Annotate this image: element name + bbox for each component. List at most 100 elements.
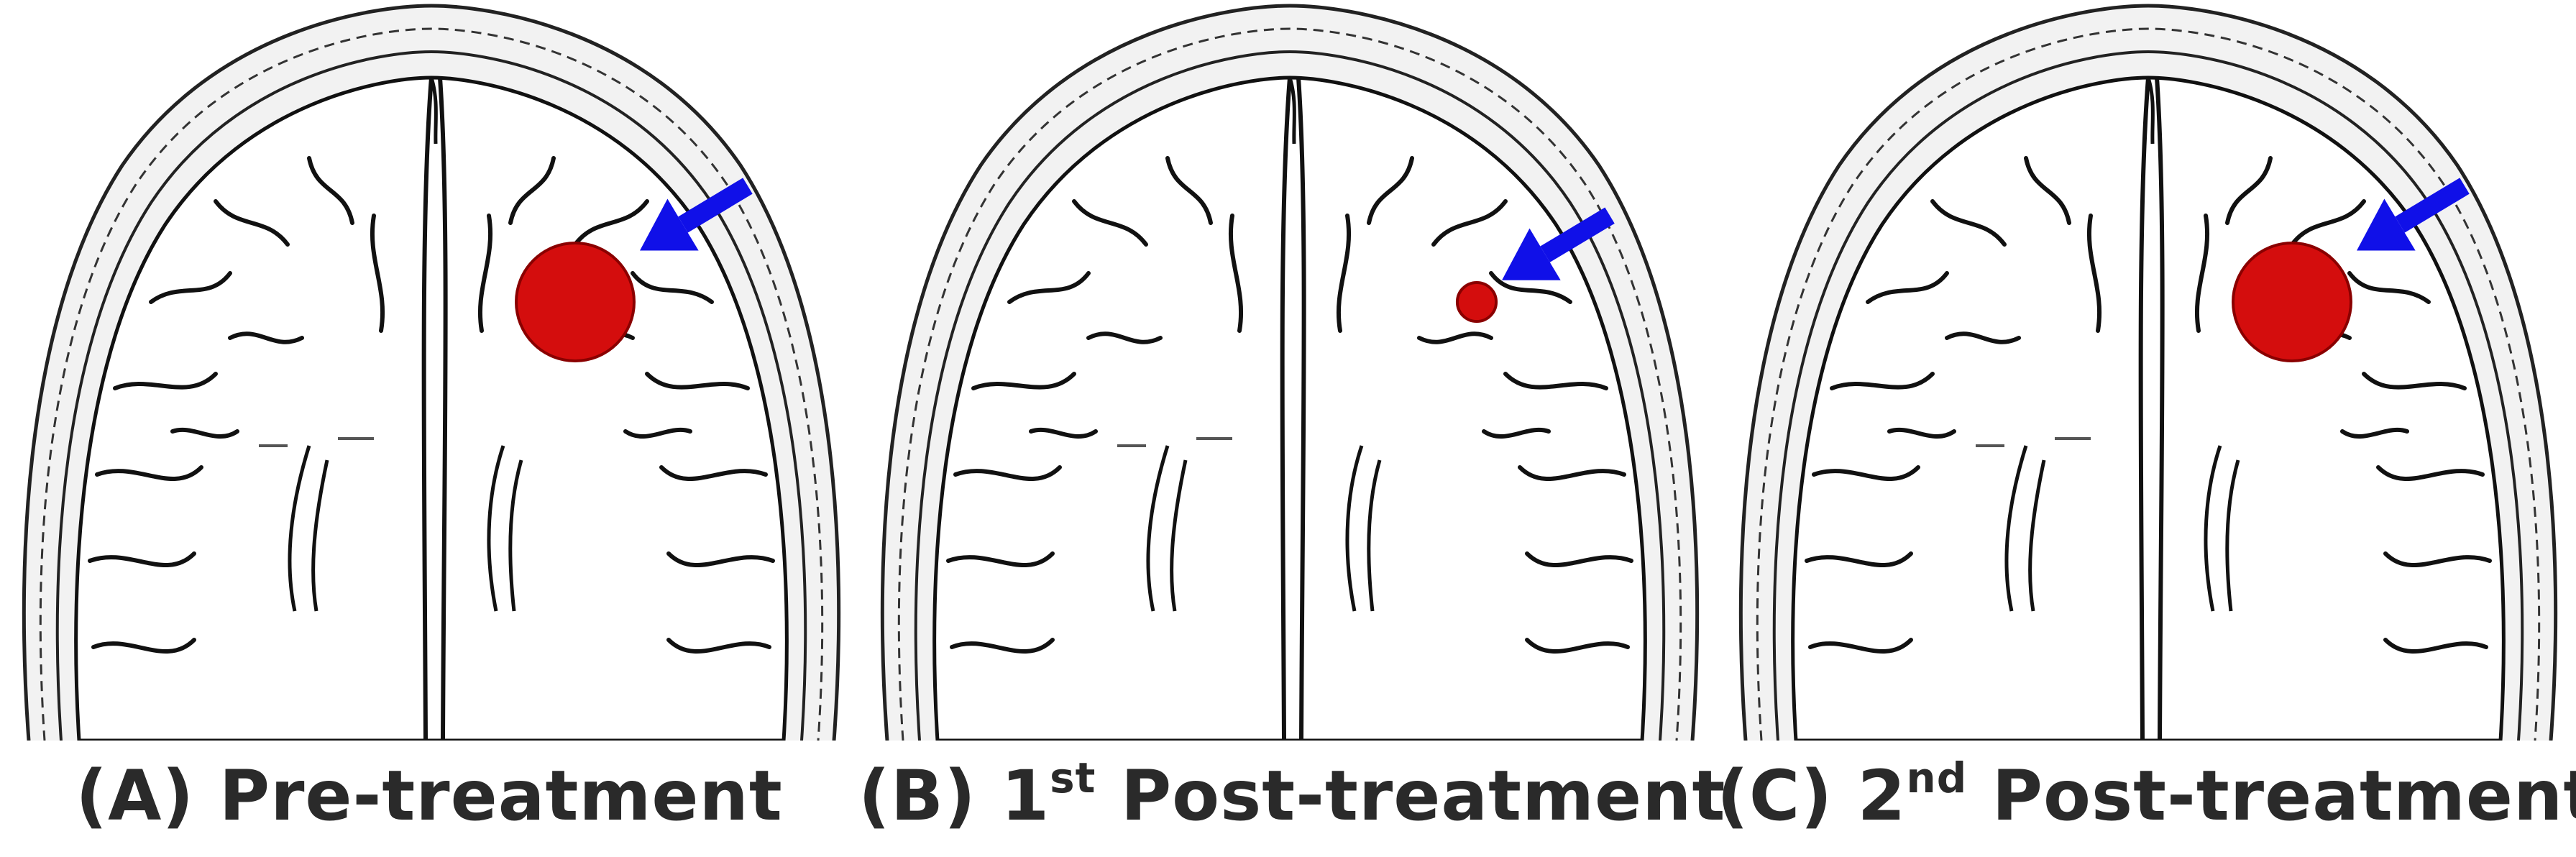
arrow-shaft (2395, 178, 2470, 233)
caption-main: Post-treatment (1967, 756, 2576, 836)
panel-caption: (C) 2nd Post-treatment (1717, 756, 2576, 836)
caption-ordinal-suffix: st (1050, 753, 1096, 802)
sulcus (950, 638, 1055, 654)
skull-diploe (39, 27, 824, 741)
sulcus (1417, 331, 1493, 344)
caption-ordinal: 1 (1001, 756, 1050, 836)
caption-prefix: (B) (858, 756, 1001, 836)
sulcus (1945, 331, 2021, 344)
sulcus (1525, 551, 1633, 567)
sulcus (2086, 214, 2102, 333)
sulcus (2383, 638, 2488, 654)
arrow-shaft (678, 178, 753, 233)
sulcus (573, 199, 649, 247)
skull-inner (914, 50, 1666, 741)
sulcus (88, 551, 196, 567)
sulcus (971, 372, 1076, 390)
blue-arrow-indicator (640, 178, 753, 251)
interhemispheric-fissure-right (1296, 77, 1306, 741)
interhemispheric-fissure-right (438, 77, 448, 741)
sulcus (214, 199, 290, 247)
falx-top (429, 77, 438, 145)
sulcus (1072, 199, 1148, 247)
sulcus (228, 331, 304, 344)
sulcus (1525, 638, 1630, 654)
brain-axial-slice (1738, 4, 2558, 741)
sulcus (1518, 465, 1626, 481)
caption-prefix: (A) (75, 756, 219, 836)
interhemispheric-fissure-left (2138, 77, 2150, 741)
interhemispheric-fissure-right (2155, 77, 2165, 741)
sulcus (1029, 427, 1098, 439)
sulcus (2362, 372, 2467, 390)
panel-caption: (B) 1st Post-treatment (858, 756, 1725, 836)
brain-drawing (22, 4, 841, 741)
panel-first-post-treatment: (B) 1st Post-treatment (858, 0, 1725, 857)
sulcus (1086, 331, 1163, 344)
caption-main: Pre-treatment (219, 756, 783, 836)
arrow-head (1502, 228, 1561, 280)
tumor-lesion (515, 242, 636, 362)
sulcus (307, 156, 354, 225)
sulcus (2194, 214, 2210, 333)
panel-pre-treatment: (A) Pre-treatment (0, 0, 858, 857)
sulcus (1228, 214, 1244, 333)
sulcus (1165, 156, 1213, 225)
caption-main: Post-treatment (1096, 756, 1726, 836)
sulcus (2340, 427, 2409, 439)
left-ventricle (1146, 445, 1188, 612)
interhemispheric-fissure-left (421, 77, 434, 741)
sulcus (1830, 372, 1935, 390)
sulcus (666, 638, 771, 654)
sulcus (1336, 214, 1352, 333)
sulcus (2383, 551, 2492, 567)
sulcus (946, 551, 1055, 567)
sulcus (659, 465, 768, 481)
sulcus (95, 465, 203, 481)
skull-inner (1772, 50, 2524, 741)
sulcus (1367, 156, 1414, 225)
ventricle-marks (1976, 437, 2091, 447)
ventricle-marks (1117, 437, 1232, 447)
sulcus (2347, 271, 2431, 304)
arrow-shaft (1540, 207, 1615, 262)
sulcus (1805, 551, 1913, 567)
sulcus (2290, 199, 2366, 247)
left-ventricle (288, 445, 329, 612)
caption-ordinal-suffix: nd (1906, 753, 1968, 802)
sulcus (113, 372, 218, 390)
sulcus (2024, 156, 2071, 225)
sulcus (666, 551, 775, 567)
sulcus (953, 465, 1062, 481)
brain-axial-slice (880, 4, 1700, 741)
sulcus (149, 271, 232, 304)
sulcus (631, 271, 714, 304)
tumor-lesion (2232, 242, 2352, 362)
panel-caption: (A) Pre-treatment (0, 756, 858, 836)
sulcus (1808, 638, 1913, 654)
interhemispheric-fissure-left (1280, 77, 1292, 741)
skull-inner (55, 50, 807, 741)
sulcus (623, 427, 692, 439)
sulcus (1482, 427, 1551, 439)
tumor-lesion (1455, 280, 1498, 324)
right-ventricle (487, 445, 523, 612)
sulcus (2376, 465, 2485, 481)
left-ventricle (2004, 445, 2046, 612)
arrow-head (640, 198, 699, 251)
sulcus (1866, 271, 1949, 304)
sulcus (645, 372, 750, 390)
sulcus (477, 214, 493, 333)
panel-second-post-treatment: (C) 2nd Post-treatment (1717, 0, 2576, 857)
right-ventricle (1345, 445, 1382, 612)
falx-top (2146, 77, 2155, 145)
sulcus (1930, 199, 2007, 247)
sulcus (91, 638, 196, 654)
caption-ordinal: 2 (1857, 756, 1907, 836)
blue-arrow-indicator (1502, 207, 1615, 280)
brain-axial-slice (22, 4, 841, 741)
brain-drawing (1738, 4, 2558, 741)
arrow-head (2357, 198, 2416, 251)
sulcus (2225, 156, 2273, 225)
sulcus (370, 214, 385, 333)
